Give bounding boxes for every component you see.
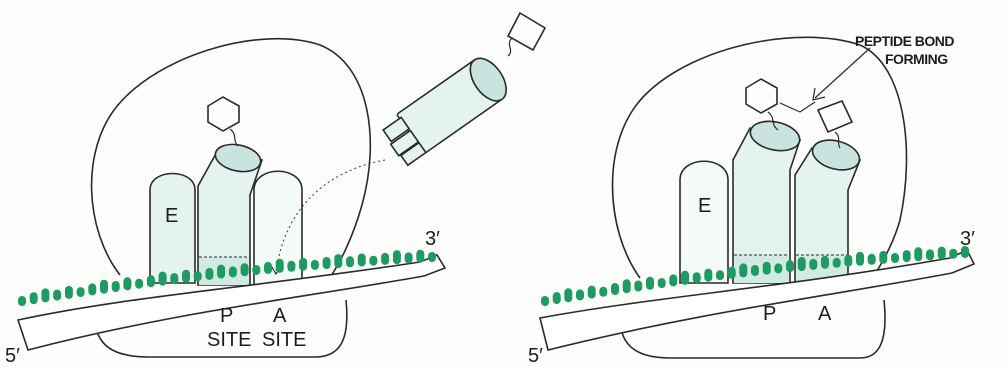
right-nucleotide [576, 289, 584, 300]
left-p-site-word: SITE [207, 329, 251, 351]
right-nucleotide [564, 288, 572, 302]
right-nucleotide [751, 265, 759, 276]
right-nucleotide [716, 270, 724, 280]
right-amino-acid-square [818, 101, 852, 132]
right-nucleotide [949, 249, 957, 259]
left-nucleotide [323, 257, 331, 269]
right-nucleotide [774, 263, 782, 273]
left-nucleotide [393, 250, 401, 264]
right-nucleotide [868, 254, 876, 265]
right-p-label: P [763, 303, 776, 325]
left-e-label: E [165, 205, 178, 227]
left-nucleotide [88, 283, 96, 295]
right-nucleotide [739, 263, 747, 277]
right-nucleotide [879, 251, 887, 264]
left-nucleotide [205, 268, 213, 280]
left-nucleotide [18, 296, 26, 306]
right-nucleotide [588, 286, 596, 299]
right-nucleotide [693, 272, 701, 283]
left-nucleotide [358, 254, 366, 267]
left-nucleotide [53, 290, 61, 301]
left-nucleotide [287, 261, 295, 272]
left-nucleotide [276, 259, 284, 273]
left-nucleotide [135, 279, 143, 289]
left-nucleotide [241, 263, 249, 276]
right-peptide-hexagon [746, 79, 777, 113]
left-nucleotide [41, 288, 49, 302]
right-nucleotide [891, 253, 899, 263]
right-a-label: A [818, 303, 832, 325]
right-nucleotide [809, 259, 817, 270]
left-nucleotide [229, 266, 237, 277]
incoming-amino-acid-square [508, 13, 545, 50]
right-five-prime: 5′ [528, 345, 543, 367]
right-nucleotide [623, 279, 631, 293]
left-nucleotide [194, 271, 202, 281]
left-nucleotide [147, 275, 155, 287]
left-panel: E P A SITE SITE 5′ 3′ [5, 13, 545, 367]
left-nucleotide [217, 265, 225, 279]
right-e-label: E [698, 195, 711, 217]
right-nucleotide [541, 296, 549, 306]
right-nucleotide [611, 283, 619, 295]
right-nucleotide [844, 255, 852, 267]
left-nucleotide [416, 250, 424, 263]
right-nucleotide [821, 256, 829, 269]
peptide-bond-label-line2: FORMING [885, 51, 948, 67]
right-nucleotide [763, 262, 771, 275]
left-nucleotide [311, 260, 319, 270]
right-nucleotide [553, 292, 561, 304]
incoming-trna [379, 52, 514, 166]
left-nucleotide [405, 252, 413, 263]
left-nucleotide [159, 272, 167, 286]
peptide-bond-label-line1: PEPTIDE BOND [855, 33, 954, 49]
left-nucleotide [369, 256, 377, 266]
right-nucleotide [658, 278, 666, 288]
right-nucleotide [856, 252, 864, 266]
left-nucleotide [100, 280, 108, 294]
left-nucleotide [252, 265, 260, 275]
left-nucleotide [112, 281, 120, 292]
right-nucleotide [646, 277, 654, 290]
left-nucleotide [264, 262, 272, 274]
left-nucleotide [77, 287, 85, 297]
left-a-label: A [273, 305, 287, 327]
left-peptide-hexagon [208, 97, 239, 131]
left-nucleotide [346, 256, 354, 267]
left-nucleotide [170, 273, 178, 284]
right-nucleotide [798, 257, 806, 271]
right-nucleotide [833, 258, 841, 268]
left-nucleotide [123, 277, 131, 290]
left-five-prime: 5′ [5, 345, 20, 367]
left-p-label: P [220, 305, 233, 327]
left-nucleotide [299, 258, 307, 271]
right-panel: E P A 5′ 3′ PEPTIDE BOND FORMING [528, 33, 975, 367]
right-e-site-trna [680, 161, 728, 283]
left-three-prime: 3′ [425, 228, 440, 250]
left-nucleotide [182, 270, 190, 283]
right-nucleotide [786, 260, 794, 272]
left-a-site-word: SITE [262, 329, 306, 351]
right-nucleotide [669, 274, 677, 286]
right-three-prime: 3′ [960, 228, 975, 250]
left-nucleotide [428, 252, 436, 262]
left-nucleotide [334, 254, 342, 268]
left-nucleotide [65, 286, 73, 299]
right-nucleotide [903, 250, 911, 262]
right-nucleotide [599, 287, 607, 297]
right-nucleotide [634, 281, 642, 292]
left-e-site-trna [150, 174, 195, 284]
right-nucleotide [914, 247, 922, 261]
left-nucleotide [30, 292, 38, 304]
right-nucleotide [704, 269, 712, 282]
right-nucleotide [728, 267, 736, 279]
right-nucleotide [938, 247, 946, 260]
right-nucleotide [681, 271, 689, 285]
peptide-bond-arrow [815, 48, 870, 98]
left-nucleotide [381, 253, 389, 265]
right-nucleotide [926, 249, 934, 260]
